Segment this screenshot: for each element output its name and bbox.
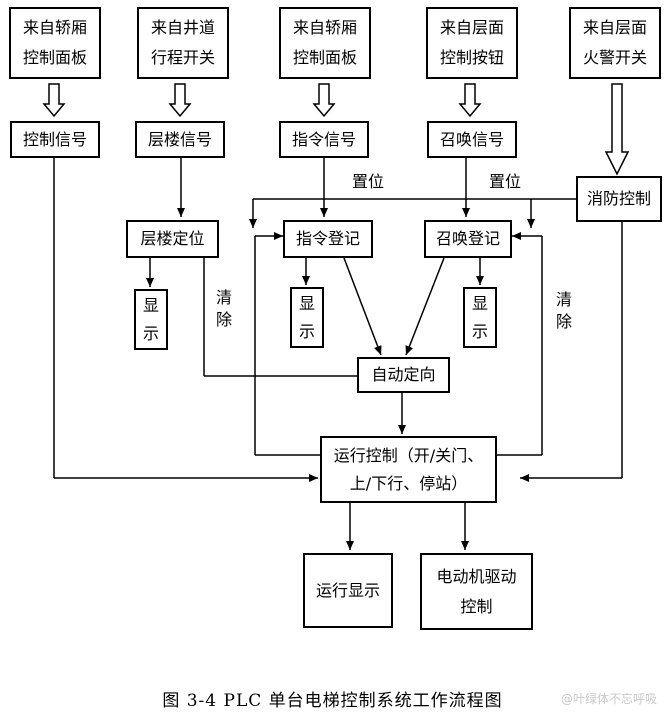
command-register-label: 指令登记 xyxy=(295,229,360,248)
source-hoistway-line1: 来自井道 xyxy=(150,18,215,37)
run-display-box: 运行显示 xyxy=(303,553,393,628)
run-display-label: 运行显示 xyxy=(315,580,380,600)
call-register-box: 召唤登记 xyxy=(424,220,512,258)
floor-signal-box: 层楼信号 xyxy=(135,121,225,158)
control-signal-label: 控制信号 xyxy=(22,129,87,149)
command-display-box: 显示 xyxy=(290,287,324,348)
fire-control-label: 消防控制 xyxy=(586,189,651,208)
hollow-arrow-3 xyxy=(312,83,336,118)
floor-position-label: 层楼定位 xyxy=(140,229,205,248)
clear-label-right: 清 除 xyxy=(554,289,574,333)
source-car-panel-line2: 控制面板 xyxy=(22,48,87,67)
source-fire-switch-line1: 来自层面 xyxy=(582,18,647,37)
command-signal-label: 指令信号 xyxy=(291,129,356,149)
floor-signal-label: 层楼信号 xyxy=(147,129,212,149)
command-signal-box: 指令信号 xyxy=(279,121,369,158)
floor-position-box: 层楼定位 xyxy=(126,220,219,258)
source-car-panel-2: 来自轿厢控制面板 xyxy=(279,7,371,79)
floor-display-box: 显示 xyxy=(134,289,168,350)
watermark: @叶绿体不忘呼吸 xyxy=(560,692,657,706)
source-fire-switch: 来自层面火警开关 xyxy=(569,7,661,79)
source-hoistway-switch: 来自井道行程开关 xyxy=(137,7,229,79)
source-car-panel-2-line1: 来自轿厢 xyxy=(292,18,357,37)
control-signal-box: 控制信号 xyxy=(10,121,100,158)
clear-left-char1: 清 xyxy=(215,288,232,307)
set-label-left: 置位 xyxy=(352,172,385,191)
source-floor-buttons-line2: 控制按钮 xyxy=(439,48,504,67)
source-hoistway-line2: 行程开关 xyxy=(150,48,215,67)
source-floor-buttons-line1: 来自层面 xyxy=(439,18,504,37)
run-control-box: 运行控制（开/关门、上/下行、停站） xyxy=(320,436,497,503)
figure-caption: 图 3-4 PLC 单台电梯控制系统工作流程图 xyxy=(162,691,503,711)
clear-left-char2: 除 xyxy=(215,310,232,329)
call-display-box: 显示 xyxy=(463,287,497,348)
hollow-arrow-1 xyxy=(42,83,66,118)
auto-direction-label: 自动定向 xyxy=(371,365,436,384)
source-fire-switch-line2: 火警开关 xyxy=(582,48,647,67)
clear-right-char1: 清 xyxy=(555,290,572,309)
command-register-box: 指令登记 xyxy=(283,220,373,258)
motor-drive-line2: 控制 xyxy=(460,596,493,616)
call-display-line1: 显 xyxy=(471,293,488,313)
floor-display-line1: 显 xyxy=(142,295,159,315)
command-display-line1: 显 xyxy=(298,293,315,313)
auto-direction-box: 自动定向 xyxy=(357,357,450,393)
hollow-arrow-2 xyxy=(168,83,192,118)
call-register-label: 召唤登记 xyxy=(435,229,500,248)
motor-drive-box: 电动机驱动控制 xyxy=(420,553,533,630)
call-signal-label: 召唤信号 xyxy=(439,129,504,149)
hollow-arrow-fire xyxy=(604,83,630,176)
source-car-panel-line1: 来自轿厢 xyxy=(22,18,87,37)
motor-drive-line1: 电动机驱动 xyxy=(436,566,517,586)
run-control-line1: 运行控制（开/关门、 xyxy=(333,445,484,465)
source-car-panel: 来自轿厢控制面板 xyxy=(9,7,101,79)
set-label-right: 置位 xyxy=(489,172,522,191)
source-car-panel-2-line2: 控制面板 xyxy=(292,48,357,67)
source-floor-buttons: 来自层面控制按钮 xyxy=(426,7,518,79)
floor-display-line2: 示 xyxy=(142,323,159,343)
clear-right-char2: 除 xyxy=(555,312,572,331)
call-display-line2: 示 xyxy=(471,321,488,341)
run-control-line2: 上/下行、停站） xyxy=(349,473,468,493)
command-display-line2: 示 xyxy=(298,321,315,341)
hollow-arrow-4 xyxy=(458,83,482,118)
clear-label-left: 清 除 xyxy=(214,287,234,331)
call-signal-box: 召唤信号 xyxy=(427,121,517,158)
fire-control-box: 消防控制 xyxy=(576,176,662,222)
